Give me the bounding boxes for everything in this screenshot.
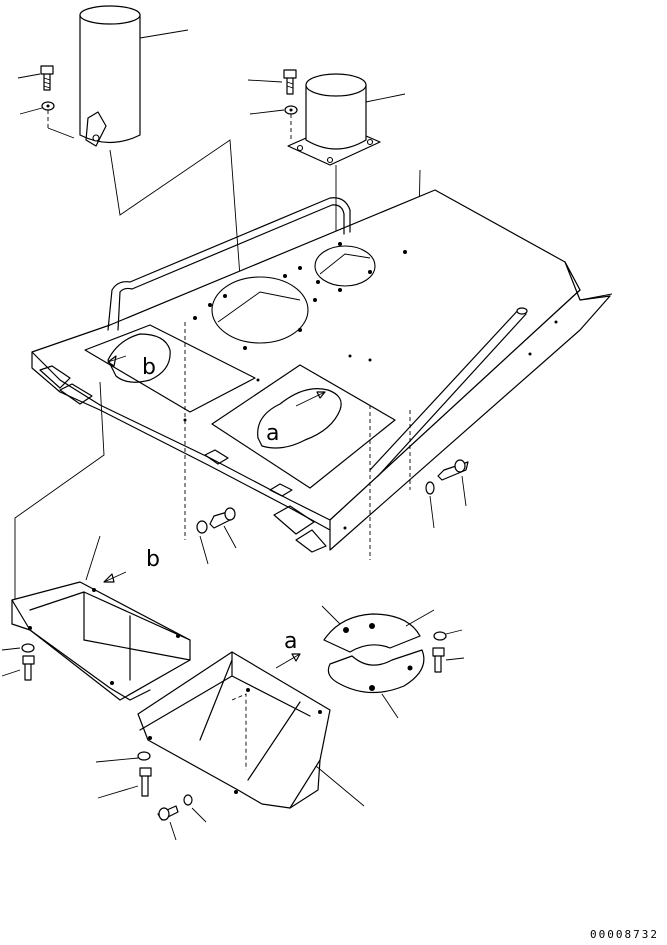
bolt-mid-left [209, 507, 237, 549]
bolt-right-middle [437, 459, 469, 507]
washer-ring [433, 629, 463, 641]
main-cover-plate [31, 189, 613, 553]
panel-label-b: b [142, 355, 156, 380]
washer-top-left [19, 101, 75, 139]
bolt-right-tray-b [157, 805, 179, 841]
view-arrow-a: a [275, 629, 301, 669]
split-ring-plate [321, 605, 435, 719]
washer-right-tray-b [183, 794, 207, 823]
drawing-number: 00008732 [590, 928, 659, 941]
view-label-b: b [146, 547, 160, 572]
washer-top-right [249, 105, 298, 140]
left-tray [11, 535, 191, 701]
leader-line [365, 93, 406, 103]
left-cylinder-duct [79, 5, 189, 147]
right-cylinder-duct [287, 73, 406, 166]
panel-lobe-a [257, 388, 342, 449]
view-label-a: a [284, 629, 297, 654]
leader-line [139, 29, 189, 39]
washer-left-tray [1, 643, 35, 653]
bolt-top-left [17, 65, 54, 91]
washer-mid-left [196, 520, 209, 565]
washer-right-tray [95, 751, 151, 763]
bolt-top-right [247, 69, 297, 95]
view-arrow-b: b [103, 547, 160, 583]
bolt-right-tray-a [97, 767, 152, 799]
leader-line [579, 293, 613, 301]
panel-label-a: a [266, 421, 279, 446]
panel-lobe-b [107, 333, 171, 383]
right-tray [137, 651, 365, 809]
leader-line [109, 139, 246, 346]
bolt-ring [432, 647, 465, 673]
bolt-left-tray [1, 655, 35, 681]
washer-right-middle [425, 481, 435, 529]
leader-line [14, 381, 105, 602]
